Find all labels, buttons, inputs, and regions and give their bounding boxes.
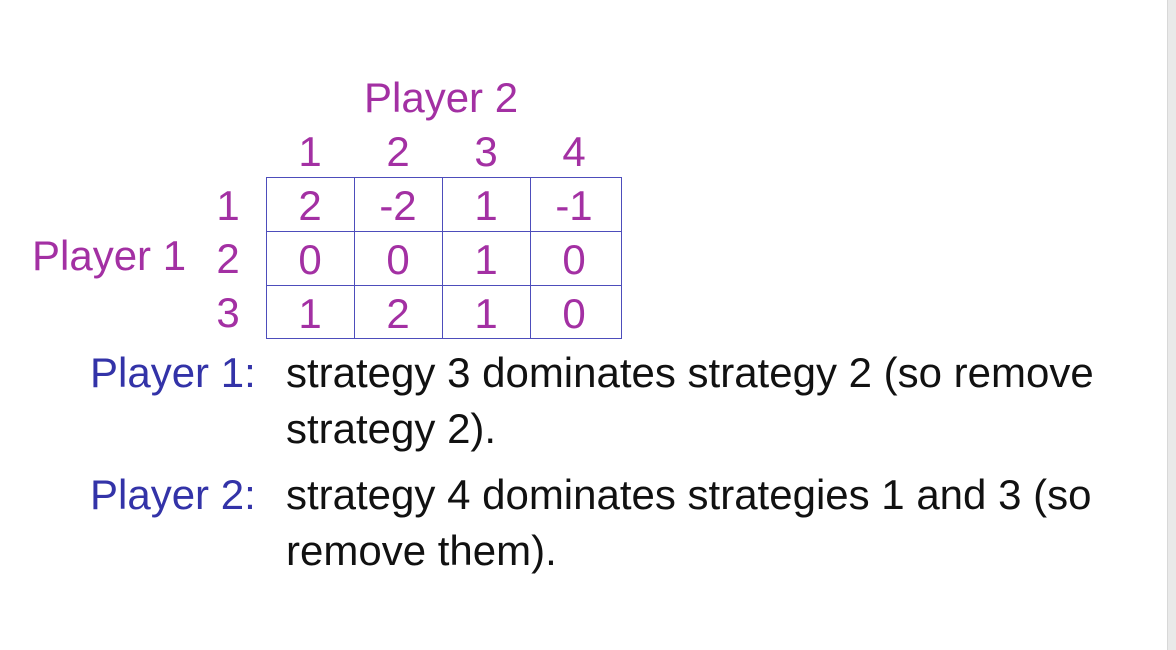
player1-label: Player 1 <box>32 232 187 279</box>
note-label-player1: Player 1: <box>90 349 256 396</box>
note-text-player1-line2: strategy 2). <box>286 405 497 452</box>
note-text-player1-line1: strategy 3 dominates strategy 2 (so remo… <box>286 349 1094 396</box>
matrix-cell: 2 <box>298 182 322 229</box>
grid-line-horizontal <box>266 231 622 232</box>
column-header-3: 3 <box>474 128 498 175</box>
column-header-1: 1 <box>298 128 322 175</box>
matrix-cell: 0 <box>562 290 586 337</box>
note-text-player2-line2: remove them). <box>286 527 557 574</box>
grid-line-horizontal <box>266 285 622 286</box>
row-header-2: 2 <box>216 235 240 282</box>
column-header-4: 4 <box>562 128 586 175</box>
matrix-cell: -1 <box>555 182 593 229</box>
player2-label: Player 2 <box>364 74 519 121</box>
matrix-cell: 1 <box>474 182 498 229</box>
column-header-2: 2 <box>386 128 410 175</box>
grid-line-vertical <box>530 177 531 339</box>
row-header-1: 1 <box>216 182 240 229</box>
matrix-cell: 1 <box>474 290 498 337</box>
payoff-matrix <box>266 177 622 339</box>
note-label-player2: Player 2: <box>90 471 256 518</box>
grid-line-vertical <box>354 177 355 339</box>
row-header-3: 3 <box>216 289 240 336</box>
matrix-cell: 0 <box>562 236 586 283</box>
matrix-cell: 1 <box>298 290 322 337</box>
grid-line-vertical <box>442 177 443 339</box>
window-edge <box>1167 0 1176 650</box>
matrix-cell: 0 <box>298 236 322 283</box>
matrix-cell: 1 <box>474 236 498 283</box>
note-text-player2-line1: strategy 4 dominates strategies 1 and 3 … <box>286 471 1092 518</box>
matrix-cell: 0 <box>386 236 410 283</box>
matrix-cell: 2 <box>386 290 410 337</box>
matrix-cell: -2 <box>379 182 417 229</box>
